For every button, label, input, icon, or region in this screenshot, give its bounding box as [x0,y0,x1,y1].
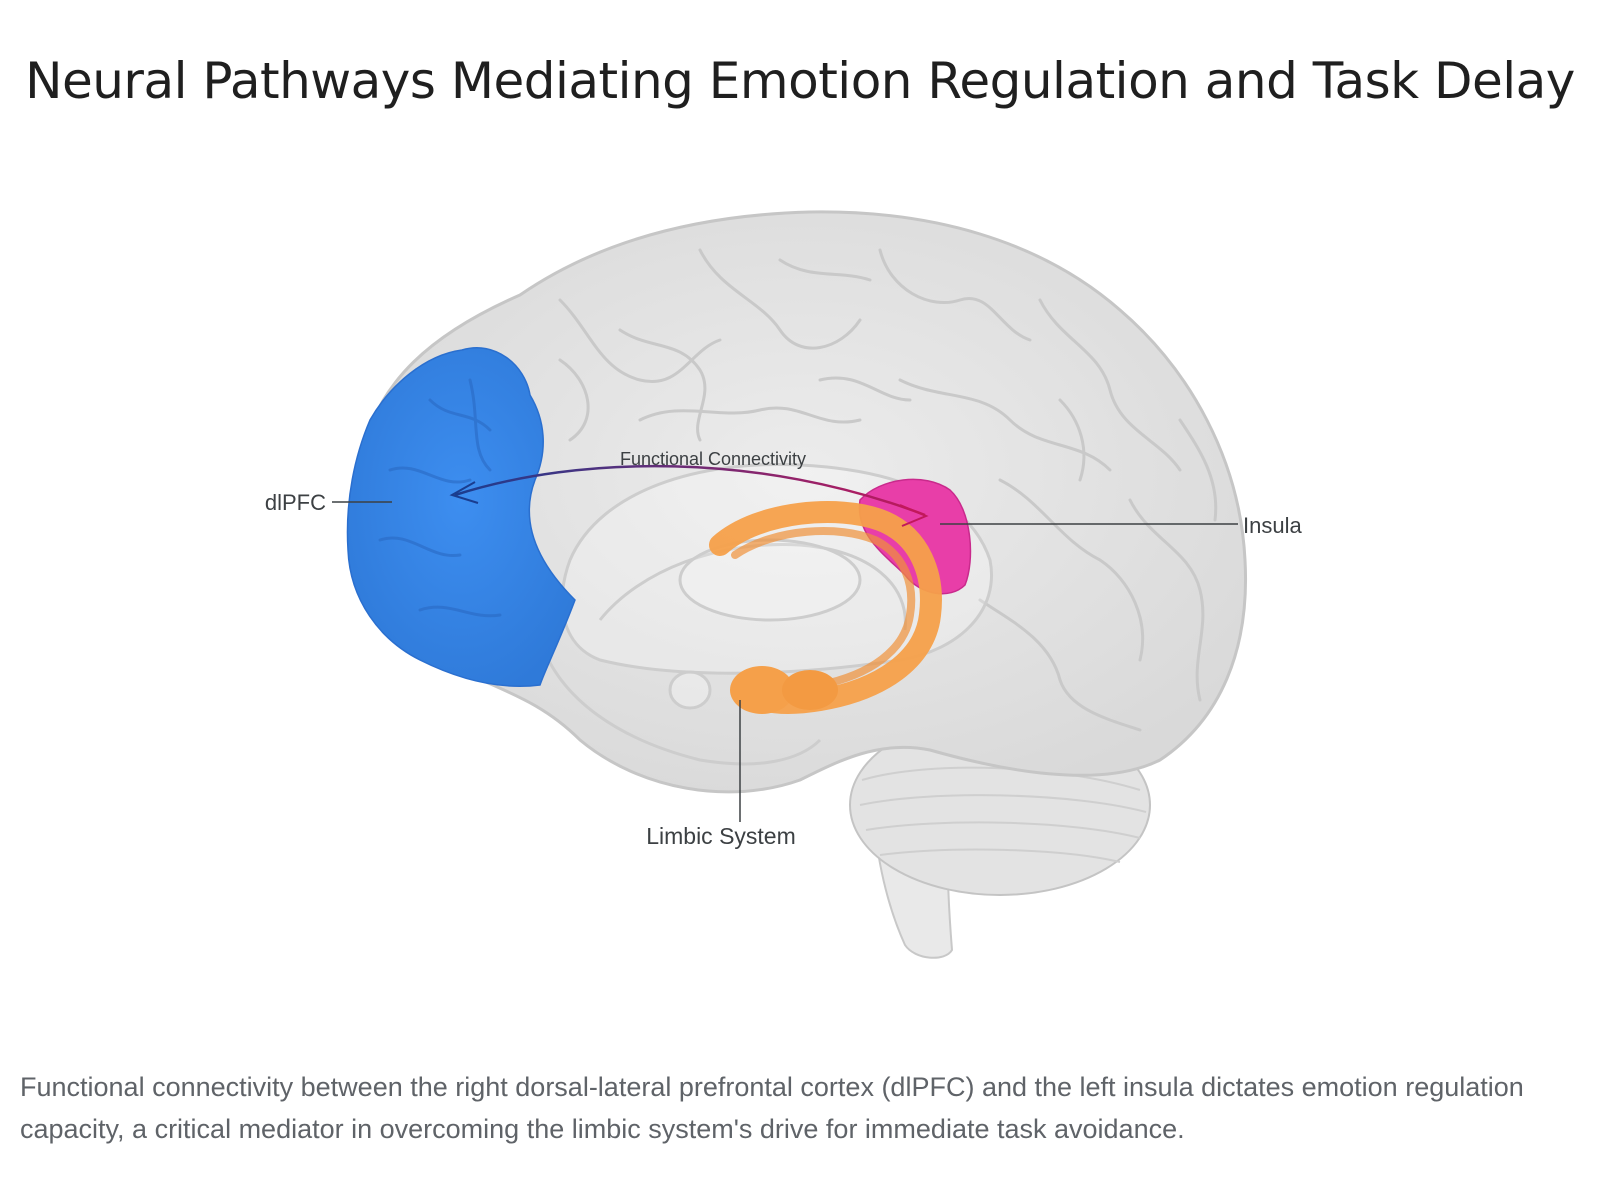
brain-diagram: Functional Connectivity dlPFC Insula Lim… [0,190,1600,1010]
figure-caption: Functional connectivity between the righ… [20,1072,1524,1144]
brain-illustration: Functional Connectivity dlPFC Insula Lim… [265,210,1302,959]
page-title: Neural Pathways Mediating Emotion Regula… [25,52,1575,110]
gyri-texture [558,248,1218,732]
arrowhead-right-icon [899,504,929,527]
arrowhead-left-icon [449,481,479,504]
insula-label: Insula [1243,513,1302,538]
connectivity-arrow [449,464,929,527]
dlpfc-folds [378,378,502,618]
connection-label: Functional Connectivity [620,449,806,469]
dlpfc-label: dlPFC [265,490,326,515]
dlpfc-region [346,347,576,688]
limbic-system-region [709,501,942,714]
limbic-system-label: Limbic System [646,823,796,849]
